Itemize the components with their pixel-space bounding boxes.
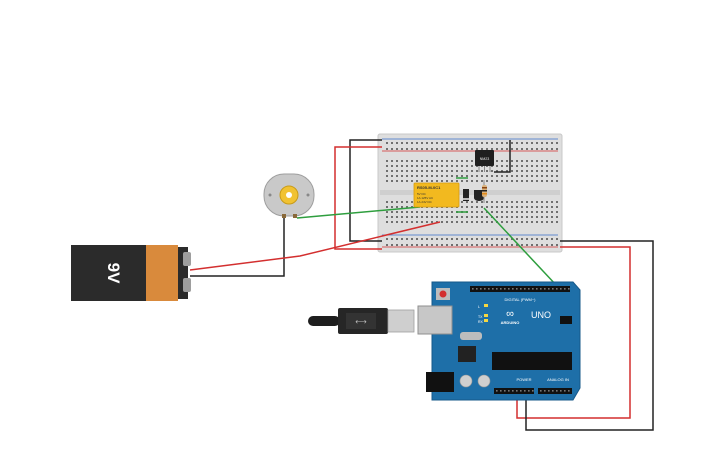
wire-black-regulator (494, 140, 511, 173)
arduino-brand: ARDUINO (501, 320, 520, 325)
diode[interactable] (463, 189, 469, 201)
regulator-label: NM23 (480, 157, 490, 161)
power-label: POWER (516, 377, 531, 382)
wire-red-5v (516, 246, 631, 419)
breadboard-holes (386, 142, 558, 246)
relay-line2: 1A 125V AC (417, 196, 434, 200)
battery-9v[interactable]: 9V (71, 245, 191, 301)
transistor[interactable] (474, 190, 484, 201)
relay-model: RS05-M-0C1 (417, 185, 441, 190)
arduino-uno[interactable]: DIGITAL (PWM~) ∞ ARDUINO UNO L TX RX POW… (417, 281, 581, 401)
power-header[interactable] (494, 388, 534, 394)
wire-black-gnd (525, 240, 654, 431)
wire-red-rail-left (334, 146, 382, 250)
analog-label: ANALOG IN (547, 377, 569, 382)
arduino-model: UNO (531, 310, 551, 320)
wire-red-battery-breadboard (189, 221, 441, 271)
relay-line1: 5V DC (417, 192, 427, 196)
wire-green-motor-relay (296, 206, 421, 219)
wire-green-signal (483, 207, 558, 287)
arduino-logo-icon: ∞ (506, 308, 514, 320)
resistor[interactable] (482, 180, 487, 203)
relay[interactable]: RS05-M-0C1 5V DC 1A 125V AC 1A 24V DC (413, 182, 460, 208)
digital-label: DIGITAL (PWM~) (505, 297, 537, 302)
breadboard[interactable] (377, 133, 563, 253)
header-pins (472, 288, 570, 392)
usb-cable[interactable]: ⟷ (308, 308, 415, 334)
battery-label: 9V (104, 263, 123, 284)
relay-line3: 1A 24V DC (417, 200, 433, 204)
wire-black-battery-motor (190, 216, 285, 277)
analog-header[interactable] (538, 388, 572, 394)
regulator[interactable]: NM23 (475, 150, 494, 172)
dc-motor[interactable] (263, 173, 315, 218)
wires (189, 139, 654, 431)
rx-label: RX (478, 320, 484, 324)
wire-black-rail-left (349, 139, 382, 242)
tx-label: TX (478, 315, 483, 319)
atmega-chip (492, 352, 572, 370)
usb-symbol-icon: ⟷ (355, 317, 367, 326)
l-led-label: L (478, 305, 480, 309)
